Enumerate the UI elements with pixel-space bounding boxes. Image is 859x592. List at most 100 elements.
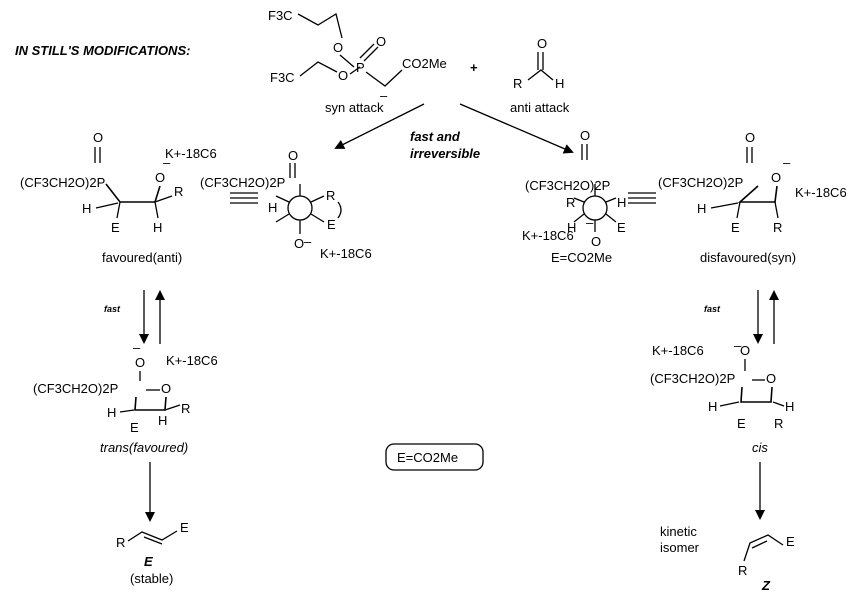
anti-h-right: H — [153, 220, 162, 235]
aldehyde-h: H — [555, 76, 564, 91]
trans-ring-o: O — [161, 381, 171, 396]
e-alkene-e: E — [180, 520, 189, 535]
left-fast-label: fast — [104, 304, 121, 314]
anti-newman-phosphonate: (CF3CH2O)2P — [200, 175, 285, 190]
cis-oxaphosphetane: K+-18C6 – O (CF3CH2O)2P O H H E R cis — [650, 338, 794, 455]
equivalence-left — [230, 192, 258, 204]
syn-newman-phosphonate: (CF3CH2O)2P — [525, 178, 610, 193]
trans-oxaphosphetane: – O K+-18C6 (CF3CH2O)2P O R H E H trans(… — [33, 340, 218, 455]
favoured-anti-label: favoured(anti) — [102, 250, 182, 265]
reagent-p-oxygen: O — [376, 34, 386, 49]
syn-ester-definition: E=CO2Me — [551, 250, 612, 265]
anti-newman: O (CF3CH2O)2P R H E O – K+-18C6 — [200, 148, 372, 261]
trans-h-right: H — [158, 413, 167, 428]
arrow-to-anti — [334, 103, 425, 149]
plus-sign: + — [470, 60, 478, 75]
page-title: IN STILL'S MODIFICATIONS: — [15, 43, 190, 58]
e-alkene: R E E (stable) — [116, 520, 189, 586]
syn-newman-r: R — [566, 195, 575, 210]
anti-newman-minus: – — [304, 234, 312, 249]
syn-attack-label: syn attack — [325, 100, 384, 115]
cis-ring-o: O — [766, 371, 776, 386]
ester-definition-box — [385, 443, 484, 471]
anti-adduct: K+-18C6 O (CF3CH2O)2P O – R H E H favour… — [20, 130, 217, 265]
syn-k18c6: K+-18C6 — [795, 185, 847, 200]
anti-alkoxide-o: O — [155, 170, 165, 185]
reagent-ester: CO2Me — [402, 56, 447, 71]
syn-newman-o: O — [591, 234, 601, 249]
e-product-letter: E — [144, 554, 153, 569]
anti-alkoxide-minus: – — [163, 155, 171, 170]
syn-newman-e: E — [617, 220, 626, 235]
cis-minus: – — [734, 338, 742, 353]
trans-exo-o: O — [135, 355, 145, 370]
trans-k18c6: K+-18C6 — [166, 353, 218, 368]
syn-alkoxide-o: O — [771, 170, 781, 185]
syn-phosphonate: (CF3CH2O)2P — [658, 175, 743, 190]
anti-newman-k18c6: K+-18C6 — [320, 246, 372, 261]
syn-r: R — [773, 220, 782, 235]
anti-newman-r: R — [326, 188, 335, 203]
trans-h-left: H — [107, 405, 116, 420]
cis-e: E — [737, 416, 746, 431]
e-product-note: (stable) — [130, 571, 173, 586]
arrow-label-line1: fast and — [410, 129, 461, 144]
trans-minus: – — [133, 340, 141, 355]
syn-p-oxygen: O — [745, 130, 755, 145]
anti-p-oxygen: O — [93, 130, 103, 145]
cis-k18c6: K+-18C6 — [652, 343, 704, 358]
anti-r: R — [174, 184, 183, 199]
cis-phosphonate: (CF3CH2O)2P — [650, 371, 735, 386]
arrow-to-syn — [459, 103, 574, 154]
reagent-carbanion-minus: – — [380, 88, 388, 103]
anti-attack-label: anti attack — [510, 100, 570, 115]
anti-k18c6: K+-18C6 — [165, 146, 217, 161]
equivalence-right — [628, 192, 656, 204]
syn-newman: O (CF3CH2O)2P R H H E O – K+-18C6 E=CO2M… — [522, 128, 626, 265]
kinetic-line2: isomer — [660, 540, 700, 555]
anti-e: E — [111, 220, 120, 235]
ester-definition: E=CO2Me — [397, 450, 458, 465]
anti-phosphonate: (CF3CH2O)2P — [20, 175, 105, 190]
reagent-o-upper: O — [333, 40, 343, 55]
still-reagent: F3C O F3C O P O – CO2Me syn attack — [268, 8, 447, 115]
e-alkene-r: R — [116, 535, 125, 550]
anti-newman-o: O — [294, 236, 304, 251]
syn-adduct: O (CF3CH2O)2P O – K+-18C6 H E R disfavou… — [658, 130, 847, 265]
z-product-letter: Z — [761, 578, 771, 592]
cis-h-left: H — [708, 399, 717, 414]
trans-r: R — [181, 401, 190, 416]
aldehyde: O R H anti attack — [510, 36, 570, 115]
trans-favoured-label: trans(favoured) — [100, 440, 188, 455]
cis-exo-o: O — [740, 343, 750, 358]
z-alkene-e: E — [786, 534, 795, 549]
trans-phosphonate: (CF3CH2O)2P — [33, 381, 118, 396]
z-alkene: kinetic isomer R E Z — [660, 524, 795, 592]
cis-h-right: H — [785, 399, 794, 414]
z-alkene-r: R — [738, 563, 747, 578]
syn-alkoxide-minus: – — [783, 155, 791, 170]
reagent-p: P — [356, 60, 365, 75]
reagent-f3c-bottom: F3C — [270, 70, 295, 85]
trans-e: E — [130, 420, 139, 435]
kinetic-line1: kinetic — [660, 524, 697, 539]
disfavoured-syn-label: disfavoured(syn) — [700, 250, 796, 265]
syn-e: E — [731, 220, 740, 235]
cis-r: R — [774, 416, 783, 431]
arrow-label-line2: irreversible — [410, 146, 480, 161]
syn-h: H — [697, 201, 706, 216]
syn-newman-h-left: H — [567, 220, 576, 235]
right-fast-label: fast — [704, 304, 721, 314]
cis-label: cis — [752, 440, 768, 455]
syn-newman-p-oxygen: O — [580, 128, 590, 143]
syn-newman-k18c6: K+-18C6 — [522, 228, 574, 243]
reagent-f3c-top: F3C — [268, 8, 293, 23]
anti-h-left: H — [82, 201, 91, 216]
aldehyde-oxygen: O — [537, 36, 547, 51]
anti-newman-e: E — [327, 217, 336, 232]
reagent-o-lower: O — [338, 68, 348, 83]
syn-newman-minus: – — [586, 215, 594, 230]
anti-newman-h: H — [268, 200, 277, 215]
syn-newman-h-right: H — [617, 195, 626, 210]
